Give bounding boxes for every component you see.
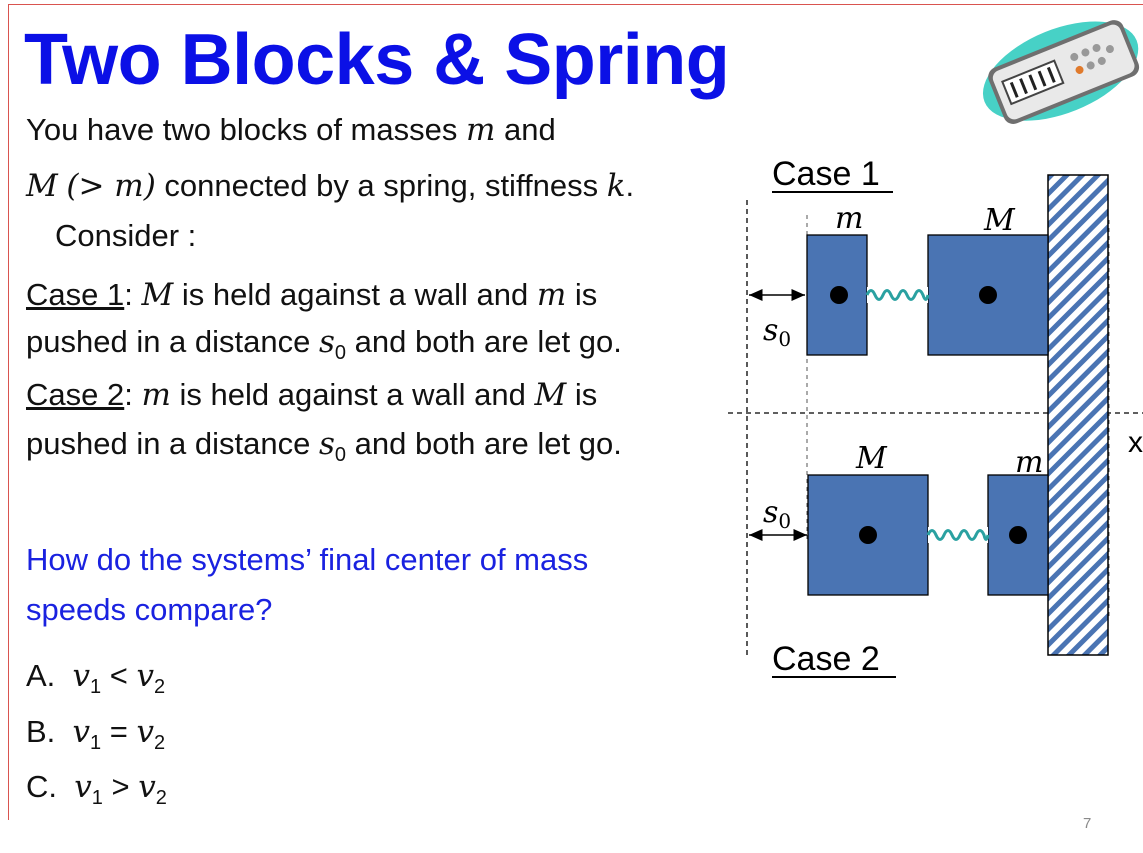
clicker-remote-icon	[982, 20, 1140, 124]
option-c[interactable]: C. v1 > v2	[26, 769, 167, 810]
diagram-case2-label: Case 2	[772, 640, 880, 678]
case1-small-mass-label: m	[835, 201, 863, 236]
case1-large-mass-label: M	[983, 203, 1016, 238]
case1-label: Case 1	[26, 277, 125, 312]
case1-s0-label: s0	[763, 313, 791, 351]
diagram-case1-label: Case 1	[772, 155, 880, 193]
intro-line-3: Consider :	[55, 218, 197, 253]
intro-line-2: M (> m) connected by a spring, stiffness…	[26, 168, 635, 204]
case1-line-1: Case 1: M is held against a wall and m i…	[26, 277, 598, 313]
slide-number: 7	[1083, 815, 1092, 832]
case1-small-block-com	[830, 286, 848, 304]
case2-line-1: Case 2: m is held against a wall and M i…	[26, 377, 598, 413]
slide-border-top	[8, 4, 1143, 5]
question-line-2: speeds compare?	[26, 592, 273, 627]
case2-large-block-com	[859, 526, 877, 544]
case2-small-block-com	[1009, 526, 1027, 544]
intro-line-1: You have two blocks of masses m and	[26, 112, 556, 148]
case1-spring	[865, 289, 930, 301]
wall	[1047, 174, 1109, 656]
question-line-1: How do the systems’ final center of mass	[26, 542, 589, 577]
case2-s0-label: s0	[763, 495, 791, 533]
case2-large-mass-label: M	[855, 441, 888, 476]
case2-label: Case 2	[26, 377, 125, 412]
option-a[interactable]: A. v1 < v2	[26, 658, 166, 699]
two-blocks-diagram: Case 1 Case 2 m M s0 M m s0 x	[728, 155, 1143, 678]
case2-line-2: pushed in a distance s0 and both are let…	[26, 426, 622, 467]
case2-spring	[926, 529, 990, 541]
case1-line-2: pushed in a distance s0 and both are let…	[26, 324, 622, 365]
x-axis-label: x	[1128, 426, 1143, 459]
case1-large-block-com	[979, 286, 997, 304]
option-b[interactable]: B. v1 = v2	[26, 714, 166, 755]
slide-border-left	[8, 4, 9, 820]
slide-title: Two Blocks & Spring	[24, 20, 730, 100]
case2-small-mass-label: m	[1015, 445, 1043, 480]
